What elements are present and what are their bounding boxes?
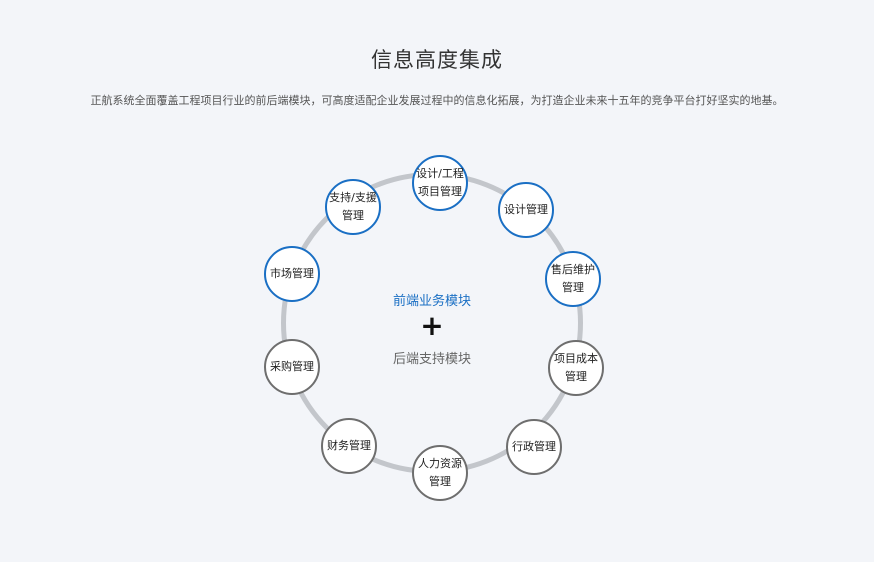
module-node-label: 采购管理: [270, 360, 314, 373]
module-node-label: 人力资源管理: [418, 457, 462, 488]
module-node-marketing[interactable]: 市场管理: [264, 246, 320, 302]
module-node-support[interactable]: 支持/支援管理: [325, 179, 381, 235]
module-node-design-engineering-project[interactable]: 设计/工程项目管理: [412, 155, 468, 211]
module-node-label: 设计/工程项目管理: [416, 167, 464, 198]
module-node-label: 行政管理: [512, 440, 556, 453]
module-node-label: 项目成本管理: [554, 352, 598, 383]
module-node-administration[interactable]: 行政管理: [506, 419, 562, 475]
plus-sign: +: [420, 309, 444, 342]
module-node-label: 市场管理: [270, 267, 314, 280]
module-node-finance[interactable]: 财务管理: [321, 418, 377, 474]
module-node-label: 支持/支援管理: [329, 191, 377, 222]
module-node-after-sales[interactable]: 售后维护管理: [545, 251, 601, 307]
module-node-label: 财务管理: [327, 439, 371, 452]
module-node-human-resources[interactable]: 人力资源管理: [412, 445, 468, 501]
module-node-project-cost[interactable]: 项目成本管理: [548, 340, 604, 396]
module-node-label: 设计管理: [504, 203, 548, 216]
page-title: 信息高度集成: [371, 48, 503, 72]
module-node-label: 售后维护管理: [551, 263, 595, 294]
back-module-label: 后端支持模块: [392, 352, 471, 367]
front-module-label: 前端业务模块: [392, 294, 471, 309]
page-description: 正航系统全面覆盖工程项目行业的前后端模块，可高度适配企业发展过程中的信息化拓展，…: [90, 94, 784, 107]
module-node-design[interactable]: 设计管理: [498, 182, 554, 238]
module-node-procurement[interactable]: 采购管理: [264, 339, 320, 395]
